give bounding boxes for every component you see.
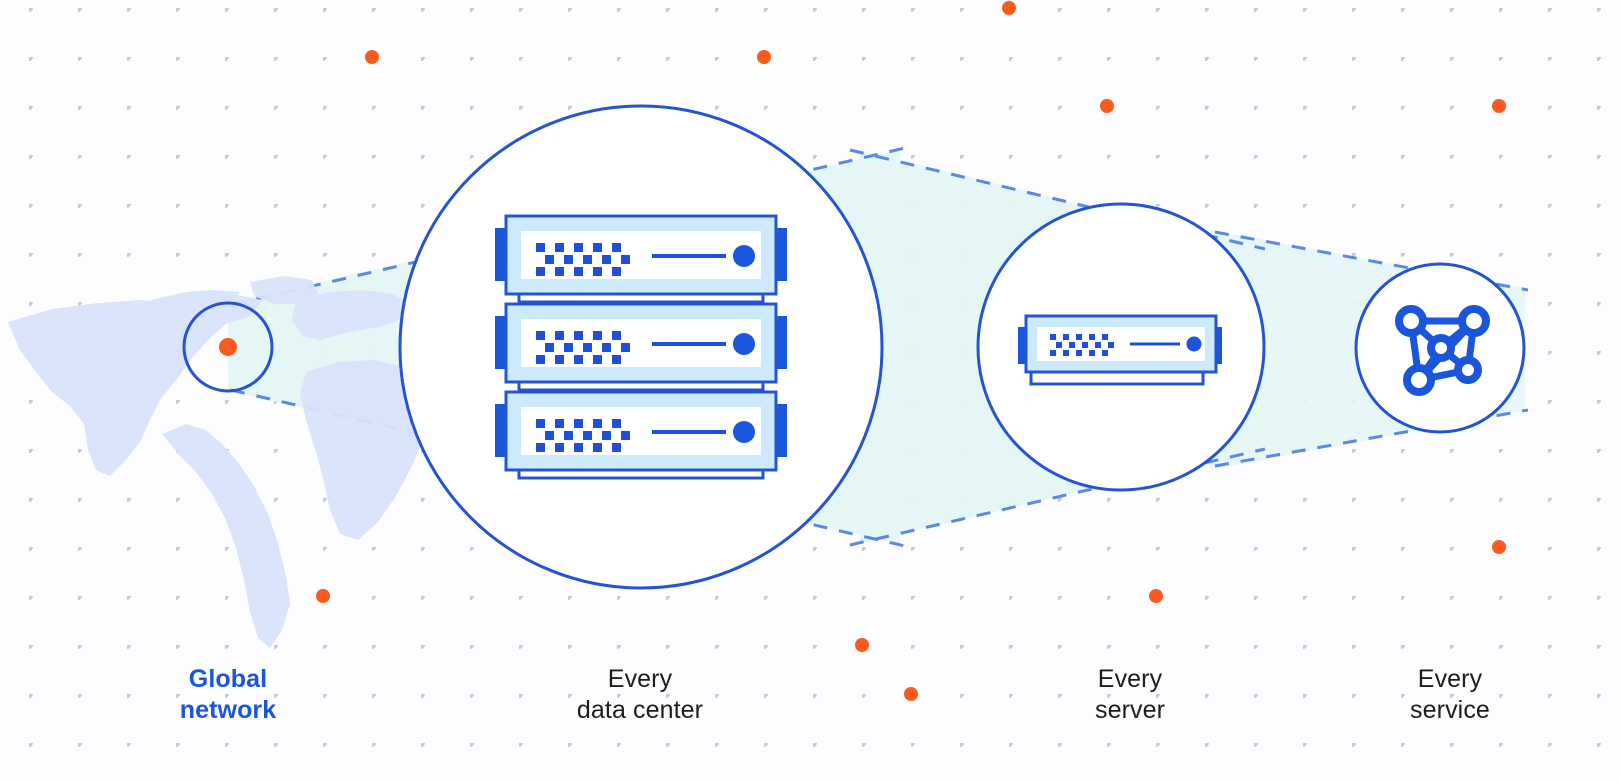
global-network-circle — [182, 301, 274, 393]
server-vent-dots — [536, 331, 630, 364]
stage-every-server[interactable] — [976, 202, 1266, 492]
dot-grid-highlights — [316, 1, 1506, 701]
stage-global-network[interactable] — [182, 301, 274, 393]
server-vent-dots — [1050, 334, 1114, 356]
location-pin-dot — [219, 338, 237, 356]
server-unit — [495, 302, 787, 384]
service-circle — [1354, 262, 1526, 434]
server-rack-icon — [495, 214, 787, 480]
stage-every-data-center[interactable] — [398, 104, 884, 590]
stage-every-service[interactable] — [1354, 262, 1526, 434]
server-status-dot — [733, 245, 755, 267]
server-status-dot — [733, 421, 755, 443]
server-unit — [495, 390, 787, 472]
single-server-icon — [1018, 314, 1222, 386]
data-center-circle — [398, 104, 884, 590]
connector-bot-mid — [849, 447, 1266, 547]
server-status-dot — [1186, 336, 1202, 352]
server-circle — [976, 202, 1266, 492]
connector-top-mid — [849, 148, 1266, 251]
mesh-network-icon — [1395, 305, 1490, 396]
server-status-dot — [733, 333, 755, 355]
server-vent-dots — [536, 243, 630, 276]
server-unit — [495, 214, 787, 296]
server-vent-dots — [536, 419, 630, 452]
